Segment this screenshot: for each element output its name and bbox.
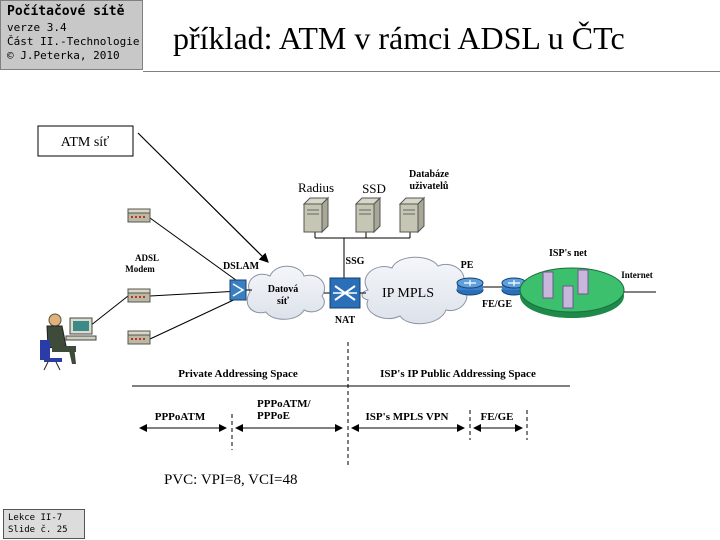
ip-mpls-label: IP MPLS (382, 286, 434, 301)
copyright-label: © J.Peterka, 2010 (7, 49, 120, 62)
internet-label: Internet (621, 270, 653, 280)
slide-number-label: Slide č. 25 (8, 525, 68, 535)
isp-mpls-vpn-label: ISP's MPLS VPN (366, 411, 449, 423)
pc-modem-link (89, 295, 129, 327)
modem-link-2 (149, 290, 241, 297)
fe-ge-router-label: FE/GE (482, 299, 512, 310)
adsl-modem-icon (127, 208, 151, 223)
atm-pointer-arrow (137, 132, 269, 263)
radius-server-icon (302, 196, 330, 234)
lecture-label: Lekce II-7 (8, 513, 63, 523)
dslam-label: DSLAM (223, 261, 260, 272)
data-net-label-2: síť (277, 296, 290, 307)
data-network-cloud (246, 265, 326, 320)
fege-segment-label: FE/GE (480, 411, 513, 423)
adsl-modem-icon (127, 330, 151, 345)
pe-label: PE (461, 260, 474, 271)
isp-servers-icon (542, 269, 589, 309)
slide-footer: Lekce II-7 Slide č. 25 (3, 509, 85, 539)
adsl-modem-icon (127, 288, 151, 303)
dslam-icon (229, 279, 247, 301)
course-info-box: Počítačové sítě verze 3.4 Část II.-Techn… (0, 0, 143, 70)
modem-link-3 (149, 296, 241, 340)
slide-title: příklad: ATM v rámci ADSL u ČTc (173, 20, 625, 56)
pvc-label: PVC: VPI=8, VCI=48 (164, 472, 297, 488)
part-label: Část II.-Technologie (7, 35, 140, 48)
ssd-label: SSD (362, 181, 386, 196)
pppoatm-pppoe-label-2: PPPoE (257, 410, 290, 422)
ssg-switch-icon (329, 277, 361, 309)
modem-label: Modem (125, 264, 155, 274)
database-server-icon (398, 196, 426, 234)
adsl-label: ADSL (135, 253, 159, 263)
data-net-label-1: Datová (268, 284, 299, 295)
pe-router-icon (456, 277, 484, 296)
database-label-1: Databáze (409, 169, 450, 180)
pppoatm-pppoe-label-1: PPPoATM/ (257, 398, 312, 410)
user-workstation-icon (40, 313, 97, 371)
atm-network-label-box: ATM síť (37, 125, 134, 157)
nat-label: NAT (335, 315, 356, 326)
ssg-label: SSG (346, 256, 365, 267)
database-label-2: uživatelů (410, 181, 449, 192)
course-name: Počítačové sítě (7, 4, 125, 19)
title-divider (143, 71, 720, 72)
modem-link-1 (149, 217, 241, 284)
version-label: verze 3.4 (7, 21, 67, 34)
ip-mpls-cloud (361, 256, 468, 325)
public-space-label: ISP's IP Public Addressing Space (380, 368, 536, 380)
radius-label: Radius (298, 180, 334, 195)
isp-net-label: ISP's net (549, 248, 588, 259)
ssd-server-icon (354, 196, 382, 234)
private-space-label: Private Addressing Space (178, 368, 298, 380)
pppoatm-label: PPPoATM (155, 411, 206, 423)
title-area: příklad: ATM v rámci ADSL u ČTc (143, 0, 720, 72)
atm-box-text: ATM síť (61, 135, 109, 150)
